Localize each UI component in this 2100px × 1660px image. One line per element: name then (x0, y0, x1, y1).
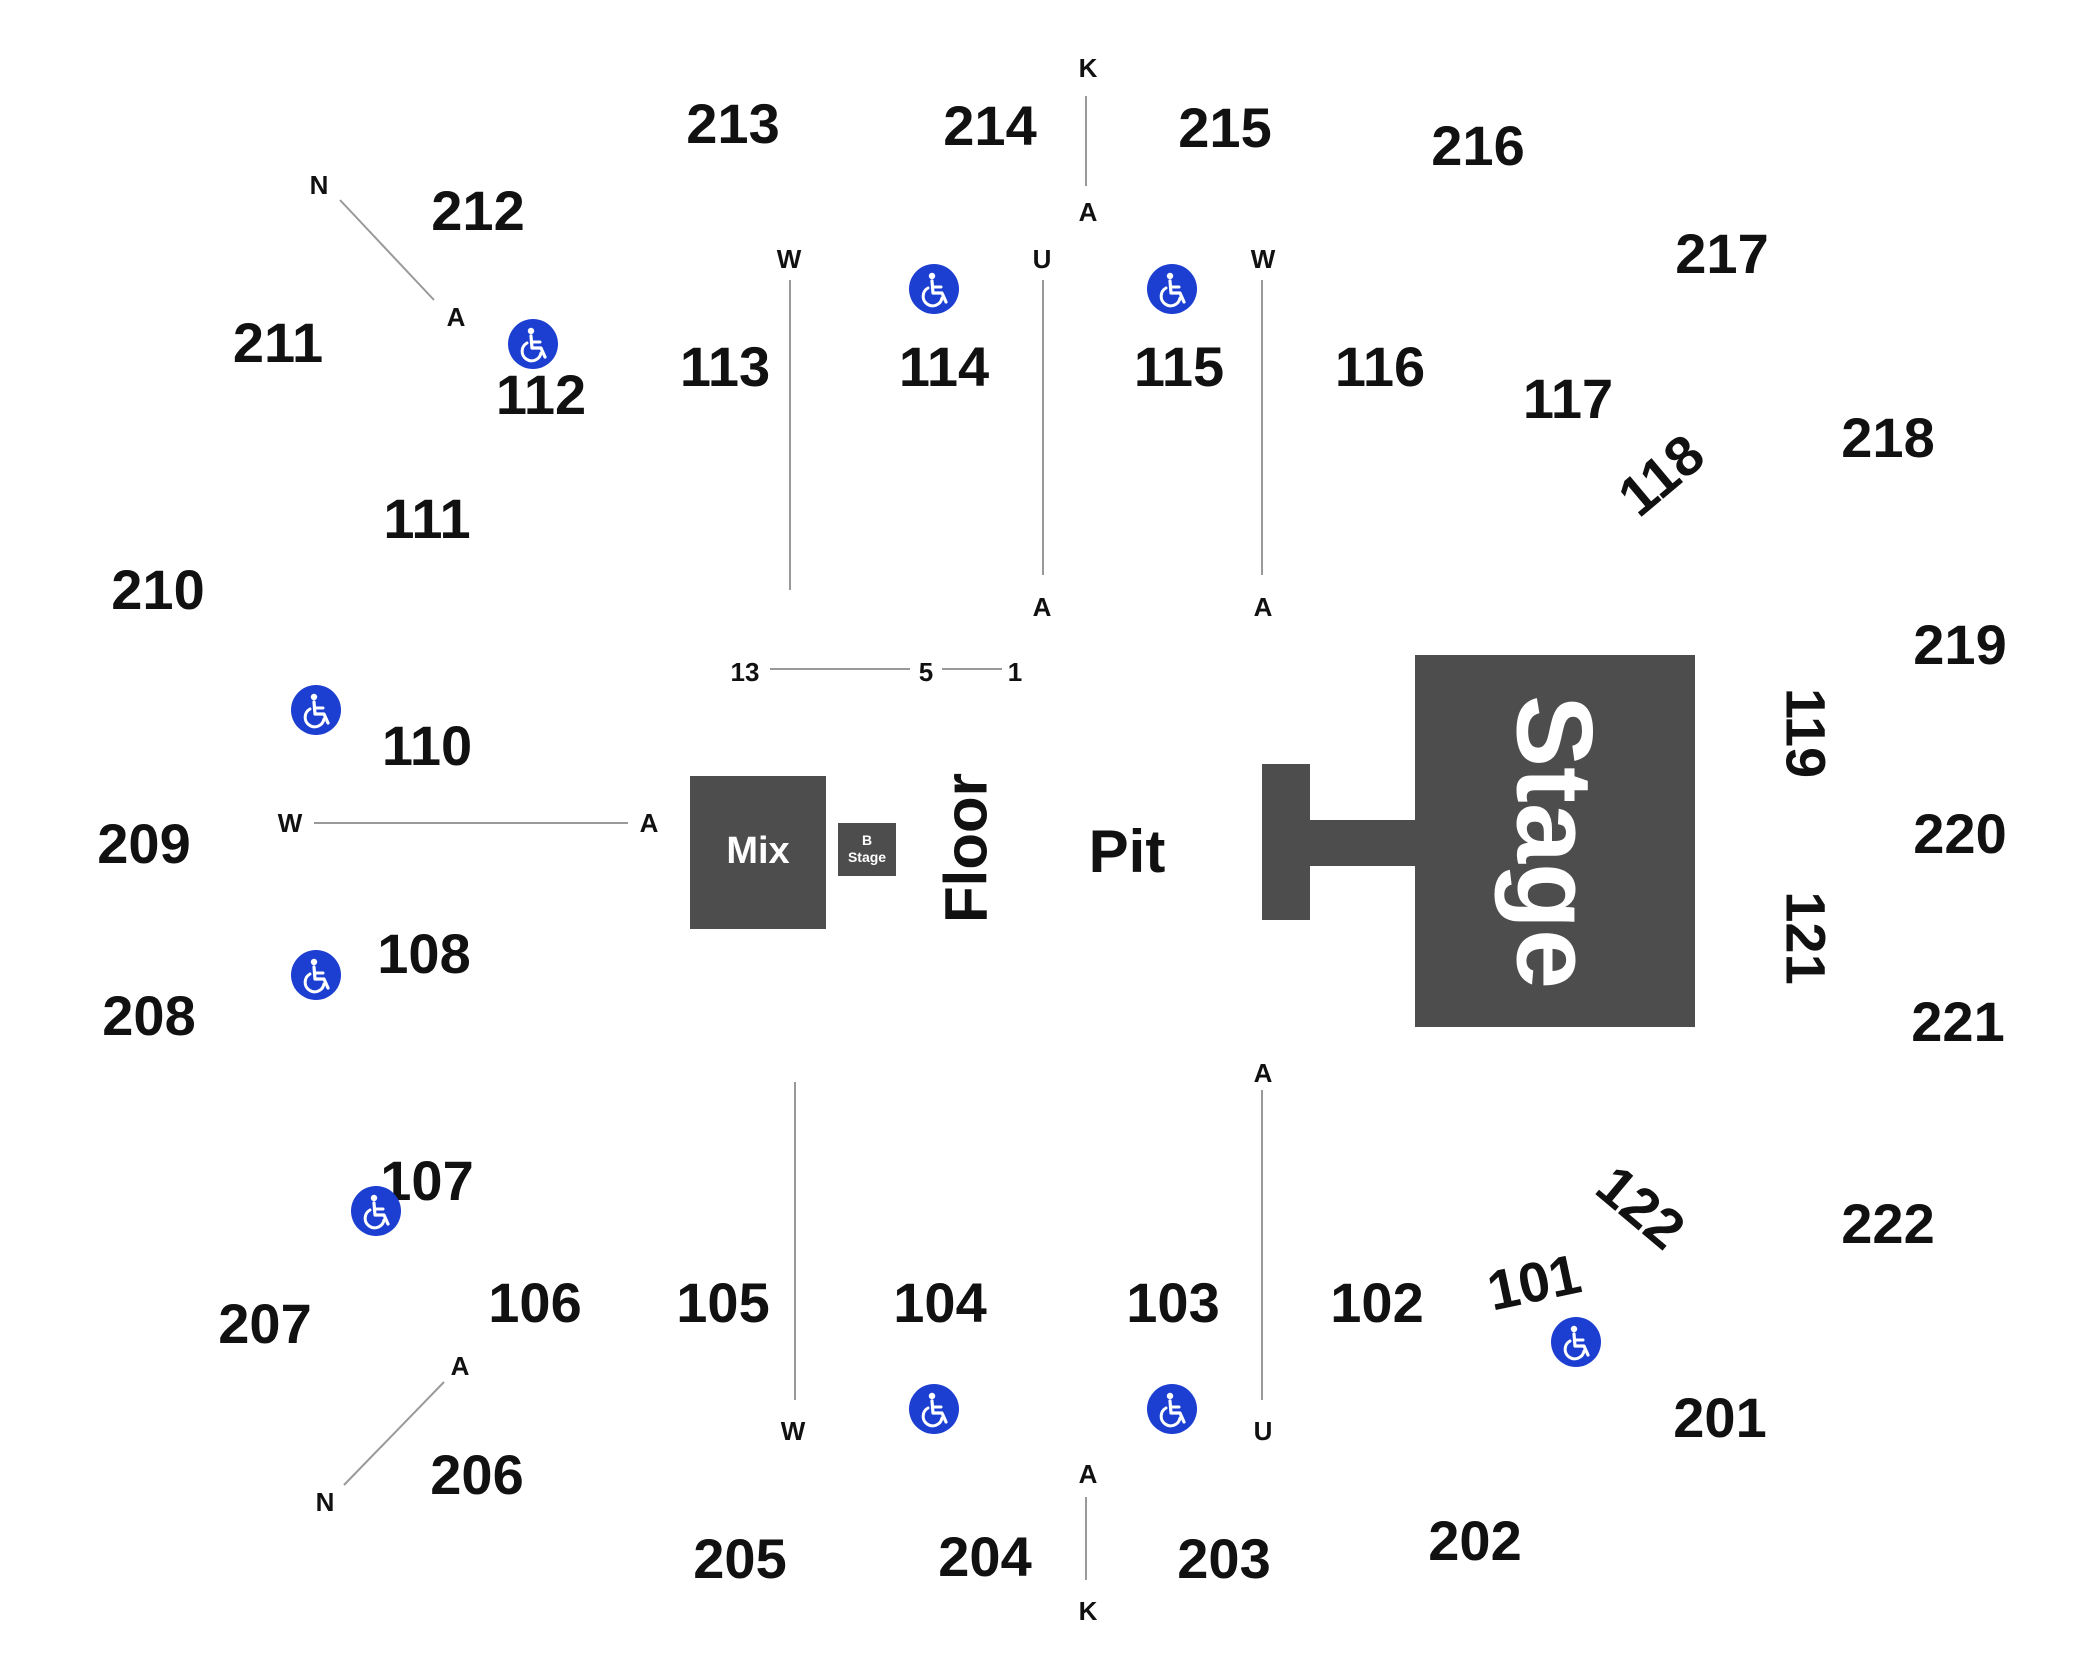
section-208[interactable]: 208 (102, 984, 195, 1047)
wheelchair-icon[interactable] (907, 1382, 961, 1436)
row-label: A (1079, 197, 1098, 227)
row-label: A (447, 302, 466, 332)
section-204[interactable]: 204 (938, 1525, 1031, 1588)
row-label: A (1079, 1459, 1098, 1489)
row-label: N (316, 1487, 335, 1517)
mix-label: Mix (726, 830, 789, 872)
section-218[interactable]: 218 (1841, 406, 1934, 469)
wheelchair-icon[interactable] (506, 317, 560, 371)
row-label: W (1251, 244, 1276, 274)
floor-label[interactable]: Floor (933, 773, 1000, 923)
section-118[interactable]: 118 (1606, 422, 1716, 528)
section-108[interactable]: 108 (377, 922, 470, 985)
section-209[interactable]: 209 (97, 812, 190, 875)
section-103[interactable]: 103 (1126, 1271, 1219, 1334)
section-105[interactable]: 105 (676, 1271, 769, 1334)
section-110[interactable]: 110 (382, 714, 472, 777)
row-label: N (310, 170, 329, 200)
pit-label[interactable]: Pit (1089, 818, 1166, 885)
section-217[interactable]: 217 (1675, 222, 1768, 285)
section-214[interactable]: 214 (943, 94, 1036, 157)
b-stage-label-line1: B (862, 832, 872, 848)
row-label: A (1254, 1058, 1273, 1088)
row-label: K (1079, 1596, 1098, 1626)
row-label: W (777, 244, 802, 274)
section-222[interactable]: 222 (1841, 1192, 1934, 1255)
section-122[interactable]: 122 (1585, 1153, 1697, 1261)
section-112[interactable]: 112 (496, 363, 586, 426)
row-label: K (1079, 53, 1098, 83)
row-label: 1 (1008, 657, 1022, 687)
row-label: U (1254, 1416, 1273, 1446)
wheelchair-icon[interactable] (289, 948, 343, 1002)
section-205[interactable]: 205 (693, 1527, 786, 1590)
section-220[interactable]: 220 (1913, 802, 2006, 865)
section-113[interactable]: 113 (680, 335, 770, 398)
b-stage-label-line2: Stage (848, 849, 886, 865)
section-210[interactable]: 210 (111, 558, 204, 621)
section-206[interactable]: 206 (430, 1443, 523, 1506)
section-102[interactable]: 102 (1330, 1271, 1423, 1334)
section-215[interactable]: 215 (1178, 96, 1271, 159)
row-label: A (451, 1351, 470, 1381)
section-101[interactable]: 101 (1482, 1241, 1586, 1322)
section-121[interactable]: 121 (1775, 891, 1838, 984)
row-label: W (781, 1416, 806, 1446)
wheelchair-icon[interactable] (289, 683, 343, 737)
section-202[interactable]: 202 (1428, 1509, 1521, 1572)
row-labels: K A W U W A A N A W A 13 5 1 A A N W U A… (278, 53, 1276, 1626)
section-111[interactable]: 111 (383, 487, 470, 550)
section-213[interactable]: 213 (686, 92, 779, 155)
section-219[interactable]: 219 (1913, 613, 2006, 676)
section-201[interactable]: 201 (1673, 1386, 1766, 1449)
section-117[interactable]: 117 (1523, 367, 1613, 430)
row-label: U (1033, 244, 1052, 274)
section-221[interactable]: 221 (1911, 990, 2004, 1053)
section-216[interactable]: 216 (1431, 114, 1524, 177)
b-stage[interactable]: B Stage (838, 823, 896, 876)
stage-label: Stage (1495, 695, 1616, 989)
section-116[interactable]: 116 (1335, 335, 1425, 398)
mix-position: Mix (690, 776, 826, 929)
section-203[interactable]: 203 (1177, 1527, 1270, 1590)
section-104[interactable]: 104 (893, 1271, 986, 1334)
section-106[interactable]: 106 (488, 1271, 581, 1334)
row-label: A (1254, 592, 1273, 622)
wheelchair-icon[interactable] (907, 262, 961, 316)
row-label: 5 (919, 657, 933, 687)
section-119[interactable]: 119 (1775, 688, 1838, 778)
row-label: A (640, 808, 659, 838)
wheelchair-icon[interactable] (1145, 262, 1199, 316)
row-label: 13 (731, 657, 760, 687)
stage-block[interactable]: Stage (1262, 655, 1695, 1027)
section-114[interactable]: 114 (899, 335, 989, 398)
section-211[interactable]: 211 (233, 311, 323, 374)
wheelchair-icon[interactable] (349, 1184, 403, 1238)
aisle-lines (314, 96, 1263, 1580)
wheelchair-icon[interactable] (1145, 1382, 1199, 1436)
section-207[interactable]: 207 (218, 1292, 311, 1355)
section-115[interactable]: 115 (1134, 335, 1224, 398)
wheelchair-icon[interactable] (1549, 1315, 1603, 1369)
row-label: A (1033, 592, 1052, 622)
row-label: W (278, 808, 303, 838)
section-212[interactable]: 212 (431, 179, 524, 242)
sections[interactable]: 213 214 215 216 217 218 219 220 221 222 … (97, 92, 2006, 1590)
